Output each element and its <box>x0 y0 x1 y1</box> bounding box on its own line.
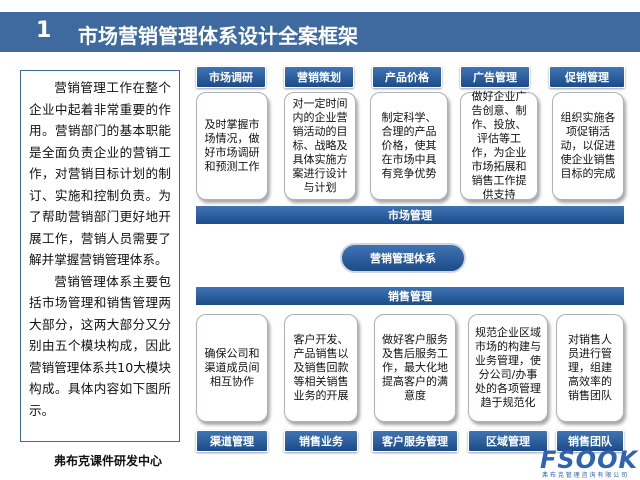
logo-subtitle: 弗 布 克 管 理 咨 询 有 限 公 司 <box>542 472 628 479</box>
label-customer-service: 客户服务管理 <box>372 430 458 452</box>
card-sales-team: 对销售人员进行管理，组建高效率的销售团队 <box>556 314 624 422</box>
company-logo: FSOOK 弗 布 克 管 理 咨 询 有 限 公 司 <box>540 446 640 480</box>
logo-wordmark: FSOOK <box>540 446 639 474</box>
marketing-system-node: 营销管理体系 <box>340 243 466 273</box>
intro-text-box: 营销管理工作在整个企业中起着非常重要的作用。营销部门的基本职能是全面负责企业的营… <box>20 70 180 442</box>
label-region: 区域管理 <box>468 430 548 452</box>
market-management-band: 市场管理 <box>196 206 624 224</box>
footer-credit: 弗布克课件研发中心 <box>54 454 163 468</box>
label-marketing-planning: 营销策划 <box>284 66 354 88</box>
card-advertising: 做好企业广告创意、制作、投放、评估等工作，为企业市场拓展和销售工作提供支持 <box>460 90 538 201</box>
intro-paragraph-2: 营销管理体系主要包括市场管理和销售管理两大部分，这两大部分又分别由五个模块构成，… <box>29 273 171 418</box>
label-market-research: 市场调研 <box>196 66 266 88</box>
label-channel: 渠道管理 <box>196 430 268 452</box>
label-sales-business: 销售业务 <box>284 430 358 452</box>
title-bar <box>0 12 640 52</box>
label-promotion: 促销管理 <box>549 66 625 88</box>
card-promotion: 组织实施各项促销活动，以促进使企业销售目标的完成 <box>552 92 624 200</box>
card-product-price: 制定科学、合理的产品价格，使其在市场中具有竞争优势 <box>370 92 448 200</box>
card-customer-service: 做好客户服务及售后服务工作，最大化地提高客户的满意度 <box>374 314 456 422</box>
card-market-research: 及时掌握市场情况，做好市场调研和预测工作 <box>196 92 268 200</box>
card-region: 规范企业区域市场的构建与业务管理，使分公司/办事处的各项管理趋于规范化 <box>468 314 548 422</box>
label-advertising: 广告管理 <box>460 66 530 88</box>
card-channel: 确保公司和渠道成员间相互协作 <box>196 314 268 422</box>
card-sales-business: 客户开发、产品销售以及销售回款等相关销售业务的开展 <box>284 314 358 422</box>
intro-paragraph-1: 营销管理工作在整个企业中起着非常重要的作用。营销部门的基本职能是全面负责企业的营… <box>29 80 171 267</box>
label-product-price: 产品价格 <box>372 66 442 88</box>
page-title: 市场营销管理体系设计全案框架 <box>78 24 358 48</box>
section-number: 1 <box>36 18 52 43</box>
sales-management-band: 销售管理 <box>196 287 624 305</box>
header: 1 市场营销管理体系设计全案框架 <box>0 0 640 62</box>
label-sales-team: 销售团队 <box>556 430 624 452</box>
card-marketing-planning: 对一定时间内的企业营销活动的目标、战略及具体实施方案进行设计与计划 <box>284 92 356 200</box>
